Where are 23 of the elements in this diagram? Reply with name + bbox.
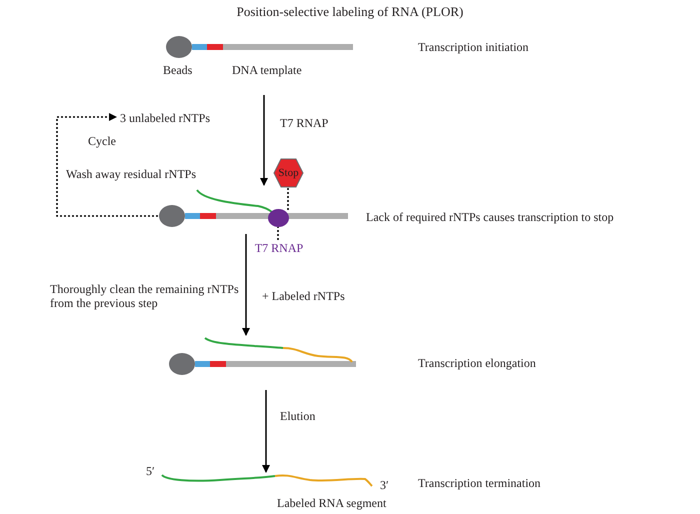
caption-label: Labeled RNA segment [277,496,386,510]
stage-label: Transcription elongation [418,356,536,370]
step-note: Wash away residual rNTPs [66,167,196,181]
reagent-label: 3 unlabeled rNTPs [120,110,240,126]
dotted-line [287,188,289,211]
title: Position-selective labeling of RNA (PLOR) [236,3,464,21]
dotted-arrow [56,113,158,217]
cycle-label: Cycle [88,134,116,148]
stage-label: Lack of required rNTPs causes transcription to stop [366,210,614,224]
stage-label: Transcription initiation [418,40,529,54]
end-label: 3′ [380,478,389,492]
arrow [262,390,270,473]
arrow [260,95,268,186]
arrow [242,234,250,336]
enzyme-label: T7 RNAP [250,240,308,256]
rna-polymerase-circle [268,209,289,227]
end-label: 5′ [146,464,155,478]
stop-hexagon: Stop [273,158,304,188]
step-note: Thoroughly clean the remaining rNTPs from the previous step [50,282,240,310]
part-label: Beads [163,63,192,77]
stage-label: Transcription termination [418,476,541,490]
dotted-line [277,227,279,240]
part-label: DNA template [232,63,302,77]
